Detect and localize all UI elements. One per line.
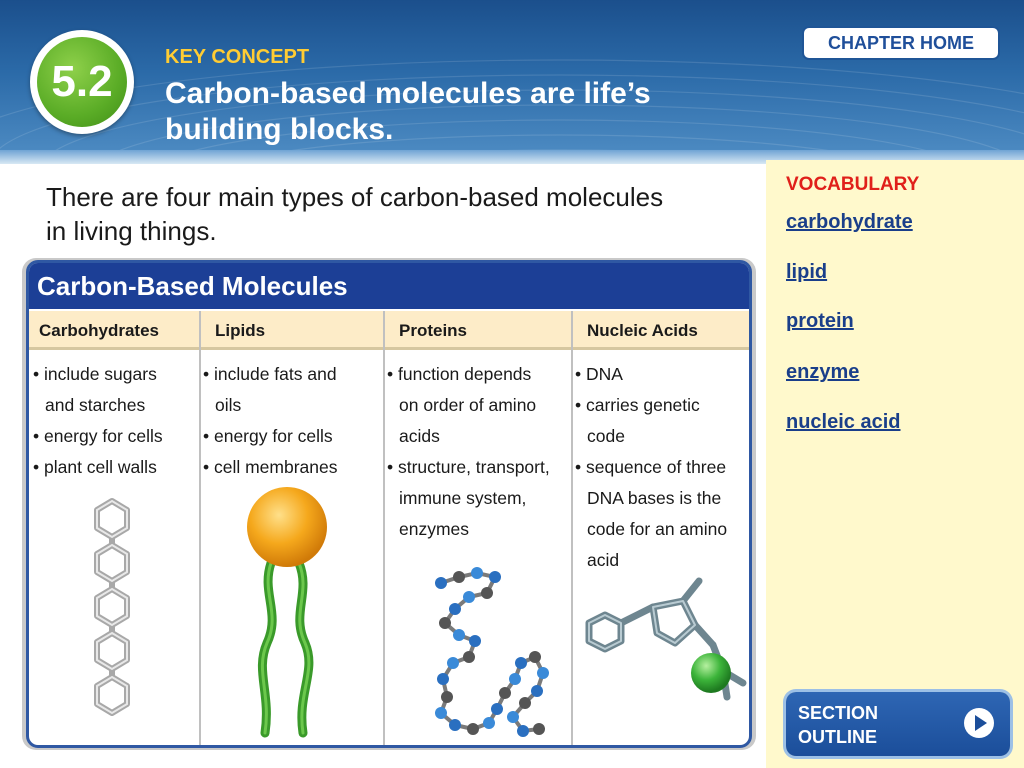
key-concept-label: KEY CONCEPT	[165, 46, 310, 68]
cell-line: • plant cell walls	[33, 457, 157, 477]
cell-line: code	[587, 426, 625, 446]
section-outline-line-2: OUTLINE	[798, 727, 877, 747]
column-body-proteins: • function depends on order of amino aci…	[387, 359, 550, 545]
cell-line: immune system,	[399, 488, 527, 508]
column-divider	[199, 311, 201, 745]
cell-line: • cell membranes	[203, 457, 338, 477]
lipid-head-tails-illustration	[247, 487, 327, 738]
vocab-link-enzyme[interactable]: enzyme	[786, 361, 860, 383]
section-outline-line-1: SECTION	[798, 703, 879, 723]
carbohydrate-ring-chain-illustration	[94, 498, 130, 716]
column-divider	[383, 311, 385, 745]
cell-line: on order of amino	[399, 395, 537, 415]
chapter-home-button[interactable]: CHAPTER HOME	[802, 26, 1000, 60]
cell-line: • energy for cells	[33, 426, 163, 446]
section-outline-button[interactable]: SECTION OUTLINE	[786, 692, 1010, 756]
protein-amino-acid-chain-illustration	[435, 567, 549, 737]
play-arrow-icon	[964, 708, 994, 738]
cell-line: • energy for cells	[203, 426, 333, 446]
statement-line-1: There are four main types of carbon-base…	[46, 182, 664, 212]
cell-line: DNA bases is the	[587, 488, 722, 508]
title-line-1: Carbon-based molecules are life’s	[165, 77, 651, 110]
section-badge: 5.2	[30, 30, 134, 134]
section-outline-label: SECTION OUTLINE	[798, 701, 918, 749]
column-body-nucleic-acids: • DNA • carries genetic code • sequence …	[575, 359, 727, 576]
table-title-bar: Carbon-Based Molecules	[29, 263, 749, 309]
cell-line: • carries genetic	[575, 395, 700, 415]
cell-line: code for an amino	[587, 519, 728, 539]
column-header-carbohydrates: Carbohydrates	[39, 321, 159, 340]
cell-line: oils	[215, 395, 242, 415]
vocab-link-nucleic-acid[interactable]: nucleic acid	[786, 411, 901, 433]
nucleic-acid-nucleotide-illustration	[585, 577, 747, 701]
cell-line: • sequence of three	[575, 457, 727, 477]
page-title: Carbon-based molecules are life’s buildi…	[165, 76, 745, 148]
table-header-row: Carbohydrates Lipids Proteins Nucleic Ac…	[29, 311, 749, 350]
vocabulary-sidebar	[766, 160, 1024, 768]
vocab-link-protein[interactable]: protein	[786, 310, 854, 332]
column-header-lipids: Lipids	[215, 321, 266, 340]
cell-line: enzymes	[399, 519, 470, 539]
table-title: Carbon-Based Molecules	[37, 271, 348, 301]
cell-line: • include sugars	[33, 364, 157, 384]
column-header-nucleic-acids: Nucleic Acids	[587, 321, 698, 340]
statement-line-2: in living things.	[46, 216, 217, 246]
cell-line: acids	[399, 426, 440, 446]
vocab-link-lipid[interactable]: lipid	[786, 261, 828, 283]
cell-line: • DNA	[575, 364, 623, 384]
column-divider	[571, 311, 573, 745]
column-body-carbohydrates: • include sugars and starches • energy f…	[33, 359, 163, 483]
vocab-link-carbohydrate[interactable]: carbohydrate	[786, 211, 913, 233]
column-body-lipids: • include fats and oils • energy for cel…	[203, 359, 338, 483]
section-number: 5.2	[51, 57, 113, 106]
column-header-proteins: Proteins	[399, 321, 468, 340]
carbon-molecules-table: Carbon-Based Molecules Carbohydrates Lip…	[26, 260, 752, 748]
cell-line: • structure, transport,	[387, 457, 550, 477]
vocabulary-heading: VOCABULARY	[786, 174, 920, 195]
cell-line: and starches	[45, 395, 146, 415]
cell-line: • function depends	[387, 364, 532, 384]
cell-line: acid	[587, 550, 620, 570]
main-statement: There are four main types of carbon-base…	[46, 180, 746, 248]
cell-line: • include fats and	[203, 364, 337, 384]
title-line-2: building blocks.	[165, 113, 394, 146]
